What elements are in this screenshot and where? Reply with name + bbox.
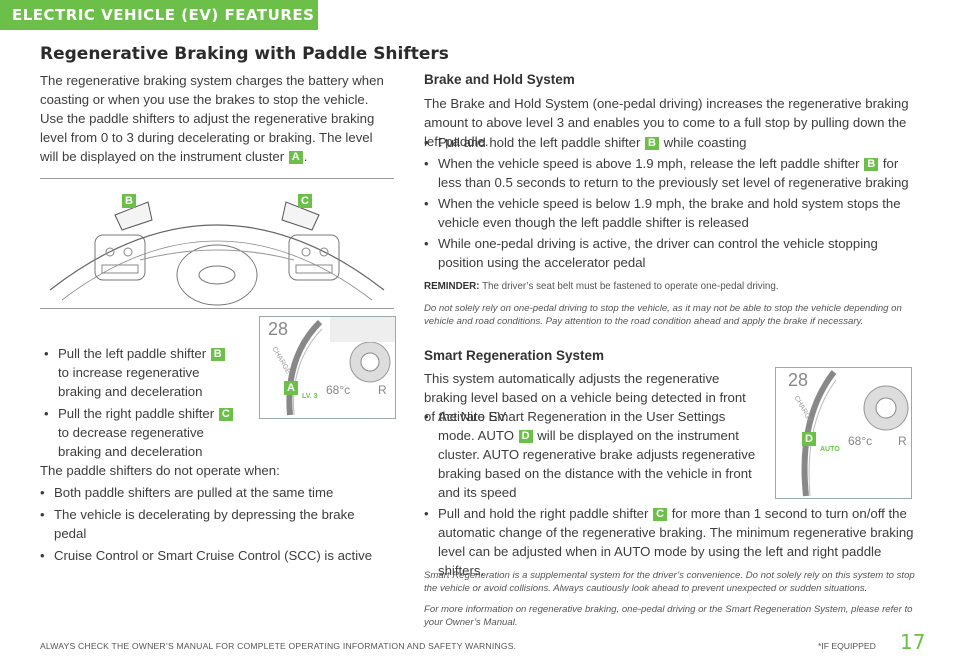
- bullet-text: will be displayed on the instrument clus…: [438, 428, 756, 500]
- page-title: Regenerative Braking with Paddle Shifter…: [40, 44, 449, 64]
- cluster-level: AUTO: [820, 446, 840, 453]
- divider-top: [40, 178, 394, 179]
- brake-hold-list: Pull and hold the left paddle shifter B …: [424, 133, 924, 272]
- bullet-text: When the vehicle speed is below 1.9 mph,…: [438, 196, 901, 230]
- list-item: When the vehicle speed is above 1.9 mph,…: [424, 154, 924, 192]
- list-item: When the vehicle speed is below 1.9 mph,…: [424, 194, 924, 232]
- divider-bottom: [40, 308, 394, 309]
- instrument-cluster-a: 28 CHARGE A LV. 3 68°c R: [259, 316, 396, 419]
- list-item: While one-pedal driving is active, the d…: [424, 234, 924, 272]
- cluster-speed: 28: [268, 319, 289, 339]
- list-item: Cruise Control or Smart Cruise Control (…: [40, 546, 390, 565]
- cluster-speed: 28: [788, 370, 809, 390]
- more-info-note: For more information on regenerative bra…: [424, 604, 913, 628]
- cluster-gear: R: [378, 383, 387, 397]
- steering-wheel-illustration: [49, 201, 385, 306]
- smart-regen-disclaimer: Smart Regeneration is a supplemental sys…: [424, 570, 915, 594]
- intro-paragraph: The regenerative braking system charges …: [40, 71, 385, 166]
- wheel-label-b: B: [122, 194, 136, 208]
- intro-text: The regenerative braking system charges …: [40, 73, 384, 164]
- bullet-text: to decrease regenerative braking and dec…: [58, 425, 204, 459]
- cluster-level: LV. 3: [302, 393, 318, 400]
- bullet-text: Pull and hold the left paddle shifter: [438, 135, 641, 150]
- not-operate-lead: The paddle shifters do not operate when:: [40, 463, 280, 478]
- bullet-text: to increase regenerative braking and dec…: [58, 365, 203, 399]
- cluster-badge-a: A: [284, 381, 298, 395]
- reminder: REMINDER: The driver’s seat belt must be…: [424, 281, 779, 292]
- cluster-gear: R: [898, 434, 907, 448]
- cluster-graphic: [286, 317, 395, 416]
- reminder-text: The driver’s seat belt must be fastened …: [482, 281, 779, 292]
- instrument-cluster-d: 28 CHARGE D AUTO 68°c R: [775, 367, 912, 499]
- list-item: Pull and hold the right paddle shifter C…: [424, 504, 924, 580]
- callout-b: B: [864, 158, 879, 171]
- footer-equipped: *IF EQUIPPED: [818, 641, 876, 651]
- cluster-graphic: [801, 370, 909, 497]
- cluster-badge-d: D: [802, 432, 816, 446]
- list-item: Both paddle shifters are pulled at the s…: [40, 483, 390, 502]
- bullet-text: When the vehicle speed is above 1.9 mph,…: [438, 156, 860, 171]
- list-item: Pull the left paddle shifter B to increa…: [44, 344, 240, 401]
- page-number: 17: [900, 630, 926, 654]
- reminder-label: REMINDER:: [424, 281, 480, 292]
- smart-regen-list: Activate Smart Regeneration in the User …: [424, 407, 924, 580]
- brake-hold-heading: Brake and Hold System: [424, 72, 575, 87]
- cluster-temp: 68°c: [326, 383, 351, 397]
- bullet-text: for more than 1 second to turn on/off th…: [438, 506, 914, 578]
- list-item: Pull and hold the left paddle shifter B …: [424, 133, 924, 152]
- bullet-text: While one-pedal driving is active, the d…: [438, 236, 878, 270]
- section-header: ELECTRIC VEHICLE (EV) FEATURES: [0, 0, 318, 30]
- paddle-bullets: Pull the left paddle shifter B to increa…: [44, 344, 240, 461]
- callout-d: D: [518, 430, 533, 443]
- callout-b: B: [645, 137, 659, 150]
- bullet-text: Pull the left paddle shifter: [58, 346, 207, 361]
- callout-c: C: [218, 408, 233, 421]
- cluster-temp: 68°c: [848, 434, 873, 448]
- callout-b: B: [210, 348, 225, 361]
- smart-regen-heading: Smart Regeneration System: [424, 348, 605, 363]
- list-item: The vehicle is decelerating by depressin…: [40, 505, 390, 543]
- bullet-text: Activate Smart Regeneration in the User …: [438, 409, 726, 443]
- footer-warning: ALWAYS CHECK THE OWNER’S MANUAL FOR COMP…: [40, 641, 517, 651]
- list-item: Pull the right paddle shifter C to decre…: [44, 404, 240, 461]
- list-item: Activate Smart Regeneration in the User …: [424, 407, 758, 502]
- callout-c: C: [653, 508, 668, 521]
- bullet-text: while coasting: [663, 135, 747, 150]
- intro-text-end: .: [303, 149, 308, 164]
- bullet-text: for less than 0.5 seconds to return to t…: [438, 156, 909, 190]
- not-operate-list: Both paddle shifters are pulled at the s…: [40, 483, 390, 565]
- wheel-label-c: C: [298, 194, 312, 208]
- bullet-text: Pull and hold the right paddle shifter: [438, 506, 649, 521]
- brake-hold-disclaimer: Do not solely rely on one-pedal driving …: [424, 303, 902, 327]
- bullet-text: Pull the right paddle shifter: [58, 406, 215, 421]
- callout-a: A: [288, 151, 303, 164]
